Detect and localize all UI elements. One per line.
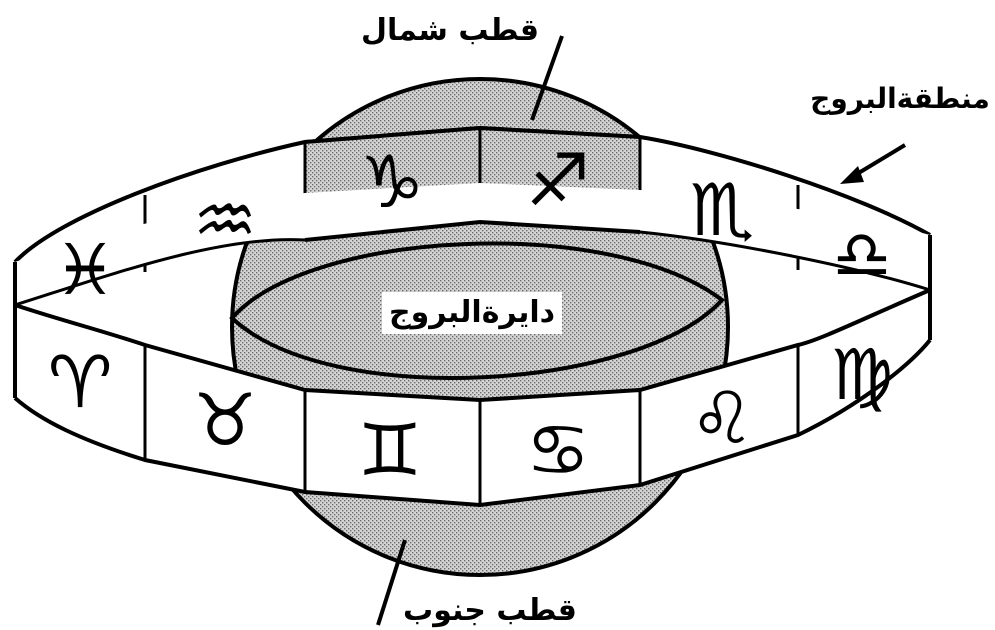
sagittarius-icon: ♐ (526, 138, 591, 222)
cancer-icon: ♋ (526, 408, 591, 492)
libra-icon: ♎ (832, 217, 891, 294)
aries-icon: ♈ (48, 340, 113, 424)
zodiac-belt-label: منطقةالبروج (810, 82, 990, 116)
south-pole-label: قطب جنوب (403, 593, 577, 628)
capricorn-icon: ♑ (360, 140, 425, 224)
aquarius-icon: ♒ (193, 178, 258, 262)
leo-icon: ♌ (690, 376, 755, 460)
taurus-icon: ♉ (193, 378, 258, 462)
virgo-icon: ♍ (831, 334, 894, 416)
gemini-icon: ♊ (358, 408, 423, 492)
arrow-head-icon (840, 166, 864, 184)
ecliptic-label: دايرةالبروج (389, 295, 555, 330)
scorpio-icon: ♏ (690, 168, 755, 252)
north-pole-label: قطب شمال (361, 13, 539, 48)
pisces-icon: ♓ (54, 229, 117, 311)
